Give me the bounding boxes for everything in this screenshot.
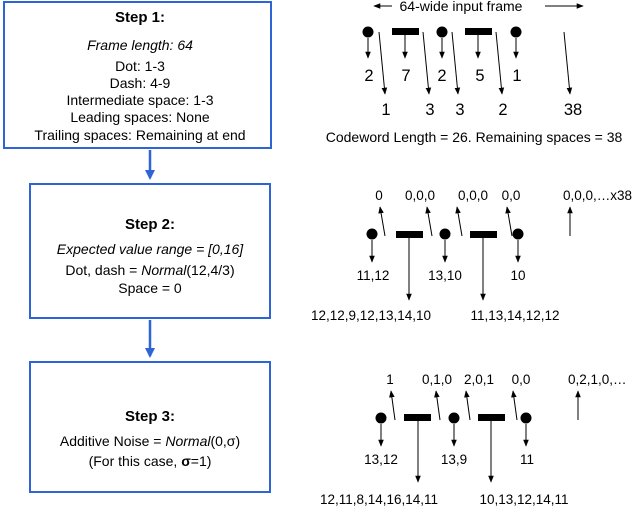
dot-values: 13,12: [364, 452, 398, 467]
space-values: 0: [375, 188, 383, 203]
dash-values: 12,11,8,14,16,14,11: [320, 492, 438, 507]
step3-title: Step 3:: [125, 408, 175, 425]
dot-symbol: [366, 228, 378, 240]
step2-box: Step 2: Expected value range = [0,16] Do…: [29, 183, 271, 319]
panel-noisy-values: 1 0,1,0 2,0,1 0,0 0,2,1,0,… 13,12 13,9 1…: [320, 372, 627, 507]
space-arrow: [425, 206, 433, 237]
step1-box: Step 1: Frame length: 64 Dot: 1-3 Dash: …: [3, 1, 272, 149]
codeword-caption: Codeword Length = 26. Remaining spaces =…: [326, 129, 623, 145]
space-arrow: [563, 31, 573, 95]
dash-symbol: [470, 231, 497, 238]
space-values: 0,0,0: [458, 188, 488, 203]
dash-symbol: [465, 28, 492, 35]
panel-input-frame: 64-wide input frame 2 7 2 5 1 1 3 3 2 38…: [326, 0, 623, 145]
step1-frame-length: Frame length: 64: [87, 37, 193, 53]
dot-values: 10: [510, 268, 525, 283]
space-values: 1: [386, 372, 394, 387]
space-arrow: [389, 390, 396, 421]
space-arrow: [422, 31, 432, 95]
dash-symbol: [478, 414, 505, 421]
step1-dash: Dash: 4-9: [110, 75, 171, 91]
space-arrow: [451, 31, 461, 95]
dash-values: 11,13,14,12,12: [470, 308, 559, 323]
space-arrow: [495, 31, 505, 95]
step3-case: (For this case, σ=1): [89, 453, 212, 469]
space-values: 0,1,0: [422, 372, 452, 387]
step3-box: Step 3: Additive Noise = Normal(0,σ) (Fo…: [29, 361, 271, 493]
dot-symbol: [520, 412, 532, 424]
space-values: 0,0: [502, 188, 521, 203]
space-duration: 38: [564, 101, 582, 119]
step1-dot: Dot: 1-3: [115, 58, 165, 74]
step1-trailing: Trailing spaces: Remaining at end: [34, 127, 245, 143]
space-arrow: [455, 206, 463, 237]
space-arrow: [378, 31, 388, 95]
dot-values: 13,10: [428, 268, 462, 283]
symbol-duration: 1: [512, 67, 521, 85]
step2-distribution: Dot, dash = Normal(12,4/3): [65, 262, 234, 278]
space-arrow: [378, 206, 386, 237]
dot-values: 13,9: [441, 452, 467, 467]
space-values: 0,0,0: [405, 188, 435, 203]
space-values: 0,0: [512, 372, 531, 387]
step1-title: Step 1:: [115, 9, 165, 26]
dot-symbol: [510, 26, 522, 38]
dash-symbol: [392, 28, 419, 35]
symbol-duration: 2: [364, 67, 373, 85]
space-arrow: [511, 390, 518, 421]
symbol-duration: 2: [437, 67, 446, 85]
dot-symbol: [375, 412, 387, 424]
step1-leading: Leading spaces: None: [70, 109, 210, 125]
step1-intermediate: Intermediate space: 1-3: [66, 92, 213, 108]
dot-symbol: [436, 26, 448, 38]
space-values: 2,0,1: [464, 372, 494, 387]
dot-values: 11,12: [357, 268, 390, 283]
dot-symbol: [448, 412, 460, 424]
space-duration: 1: [381, 101, 390, 119]
dot-symbol: [439, 228, 451, 240]
space-values: 0,0,0,…x38: [563, 188, 632, 203]
step3-noise: Additive Noise = Normal(0,σ): [60, 433, 240, 449]
dash-symbol: [396, 231, 423, 238]
symbol-duration: 5: [475, 67, 484, 85]
symbol-duration: 7: [401, 67, 410, 85]
step2-space: Space = 0: [118, 280, 182, 296]
dot-values: 11: [520, 452, 534, 467]
space-duration: 3: [425, 101, 434, 119]
space-values: 0,2,1,0,…: [568, 372, 627, 387]
frame-label: 64-wide input frame: [400, 0, 523, 14]
dot-symbol: [362, 26, 374, 38]
dash-values: 12,12,9,12,13,14,10: [311, 308, 431, 323]
dot-symbol: [512, 228, 524, 240]
panel-expected-values: 0 0,0,0 0,0,0 0,0 0,0,0,…x38 11,12 13,10…: [311, 188, 632, 323]
step2-range: Expected value range = [0,16]: [57, 241, 245, 257]
space-duration: 3: [455, 101, 464, 119]
space-arrow: [505, 206, 513, 237]
space-arrow: [434, 390, 441, 421]
space-duration: 2: [498, 101, 507, 119]
dash-values: 10,13,12,14,11: [479, 492, 568, 507]
space-arrow: [464, 390, 471, 421]
step2-title: Step 2:: [125, 216, 175, 233]
dash-symbol: [404, 414, 431, 421]
